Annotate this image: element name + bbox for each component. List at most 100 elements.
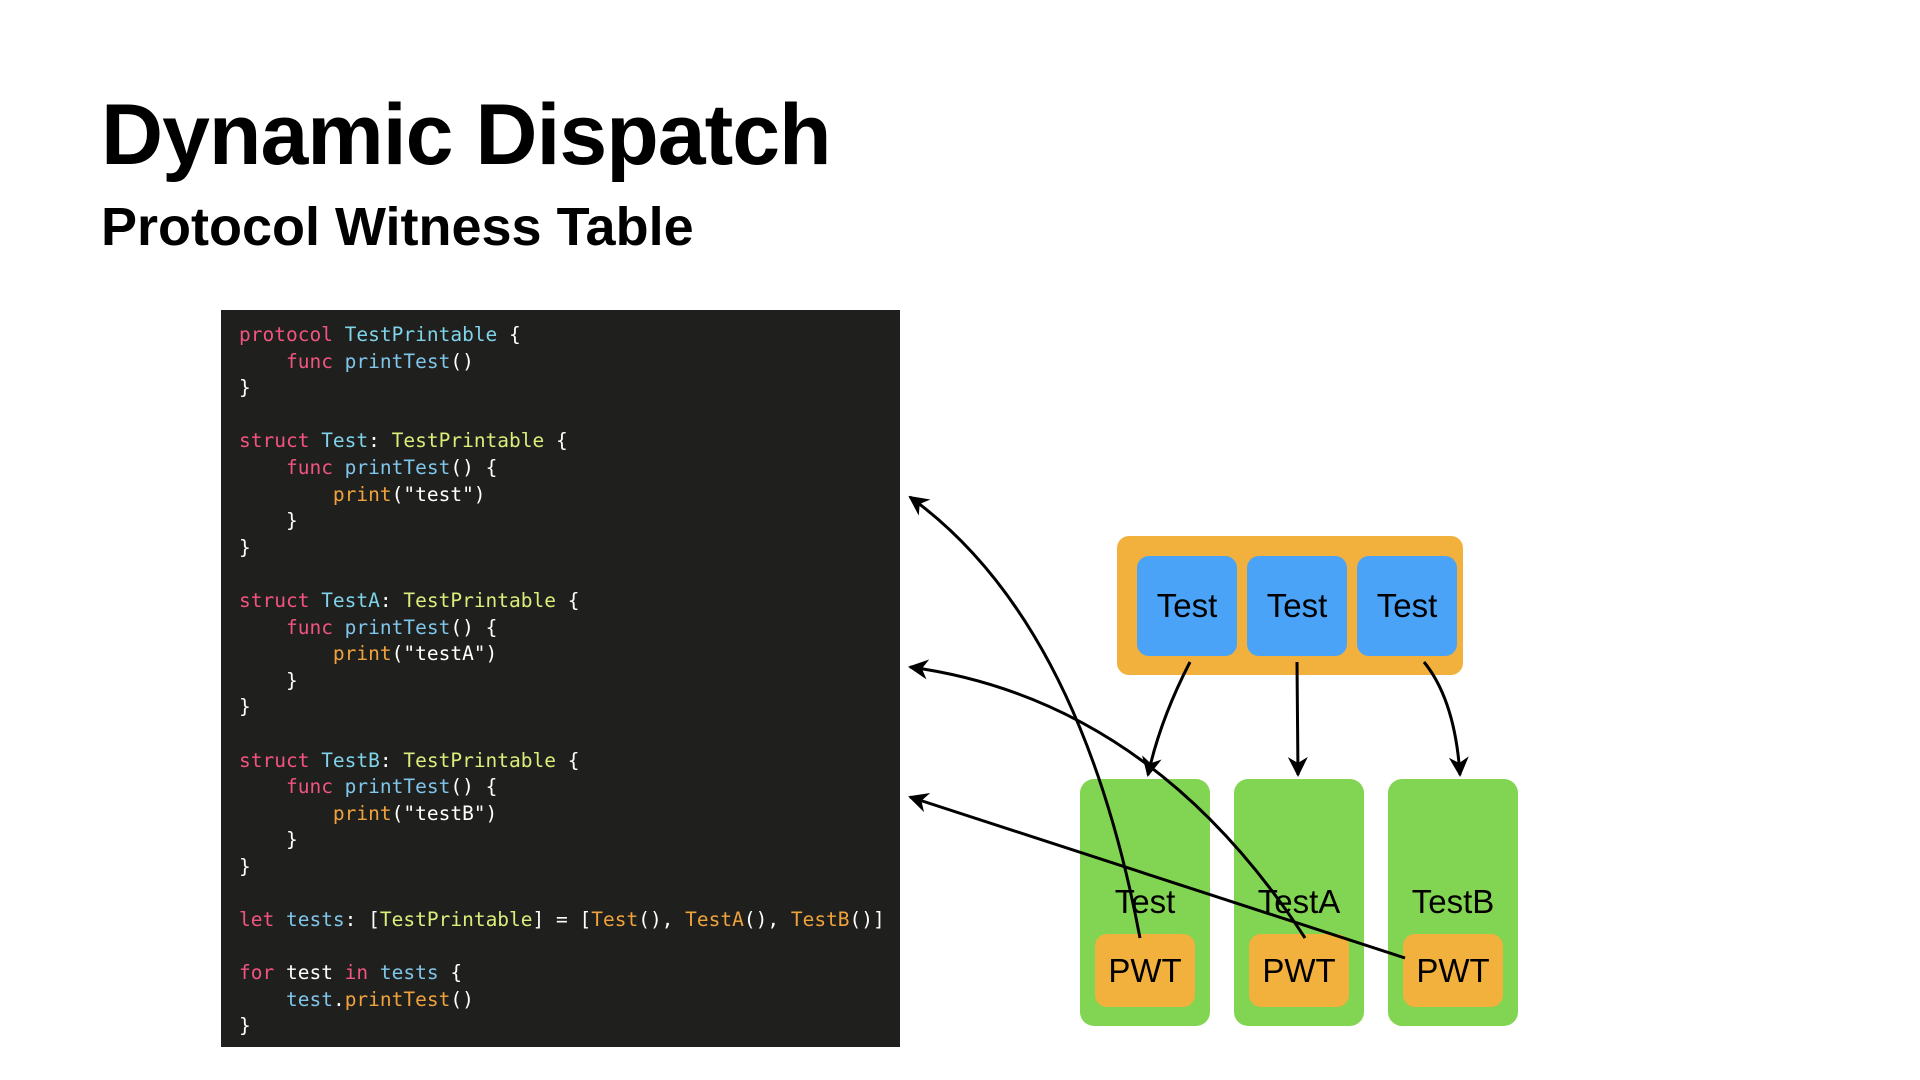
code-token: protocol	[239, 323, 345, 346]
arrow-cell1-to-test	[1142, 661, 1192, 777]
array-cell-test-3: Test	[1357, 556, 1457, 656]
code-line: print("testA")	[239, 641, 885, 668]
code-token: {	[497, 323, 521, 346]
code-token: print	[332, 642, 392, 666]
code-token: TestPrintable	[403, 588, 556, 612]
code-line: let tests: [TestPrintable] = [Test(), Te…	[239, 907, 885, 934]
code-token: printTest	[344, 455, 451, 479]
code-line: func printTest() {	[239, 774, 885, 801]
code-line: }	[239, 668, 885, 695]
code-token: printTest	[344, 349, 451, 373]
code-line: ​	[239, 561, 885, 588]
code-token: .	[332, 987, 345, 1011]
code-line: func printTest()	[239, 349, 885, 376]
code-token: :	[379, 588, 404, 612]
code-token: ("test")	[391, 482, 486, 506]
code-line: ​	[239, 402, 885, 429]
code-token: printTest	[344, 775, 451, 799]
code-token: test	[285, 961, 345, 985]
code-token	[239, 802, 333, 825]
code-token	[239, 456, 286, 479]
arrow-cell3-to-testb	[1422, 661, 1469, 777]
code-token: }	[239, 695, 251, 719]
code-token: }	[239, 668, 298, 692]
code-token: struct	[239, 588, 322, 612]
code-token: tests	[379, 961, 439, 985]
struct-box-test: Test PWT	[1080, 779, 1210, 1026]
code-token: Test	[591, 908, 639, 932]
code-line: ​	[239, 934, 885, 961]
code-token: }	[239, 854, 251, 878]
code-token: TestB	[790, 908, 850, 932]
code-line: print("testB")	[239, 801, 885, 828]
code-token: tests	[285, 908, 345, 932]
code-token: ("testB")	[391, 801, 498, 825]
code-token: func	[285, 349, 345, 373]
struct-label-testa: TestA	[1257, 883, 1341, 920]
array-cell-test-1: Test	[1137, 556, 1237, 656]
code-token: TestA	[321, 588, 380, 612]
code-token: test	[285, 987, 333, 1011]
struct-box-testa: TestA PWT	[1234, 779, 1364, 1026]
code-token: struct	[239, 748, 322, 772]
code-token: TestA	[685, 908, 744, 932]
code-token: :	[368, 429, 392, 453]
arrow-cell2-to-testa	[1287, 661, 1308, 777]
code-panel: protocol TestPrintable { func printTest(…	[221, 310, 900, 1047]
struct-label-testb: TestB	[1411, 883, 1495, 920]
code-token: }	[239, 376, 251, 400]
code-token: TestPrintable	[344, 323, 498, 346]
code-line: struct TestB: TestPrintable {	[239, 748, 885, 775]
code-token: ()	[450, 987, 474, 1011]
pwt-box-testb: PWT	[1403, 934, 1503, 1007]
code-line: }	[239, 854, 885, 881]
code-token: {	[438, 961, 463, 985]
code-line: }	[239, 827, 885, 854]
code-token: for	[239, 961, 286, 985]
code-token: : [	[344, 908, 380, 932]
code-token: in	[344, 961, 380, 985]
pwt-box-test: PWT	[1095, 934, 1195, 1007]
array-cell-test-2: Test	[1247, 556, 1347, 656]
code-line: func printTest() {	[239, 455, 885, 482]
code-token: (),	[638, 908, 686, 932]
slide-title: Dynamic Dispatch	[101, 87, 832, 183]
code-token: print	[332, 482, 392, 506]
code-token: {	[556, 748, 580, 772]
code-token: ()	[450, 349, 474, 373]
code-token: func	[285, 775, 345, 799]
code-token	[239, 350, 286, 373]
code-token: struct	[239, 429, 322, 453]
code-token: () {	[450, 775, 498, 799]
code-token: printTest	[344, 987, 451, 1011]
code-token: TestPrintable	[379, 908, 533, 932]
code-line: }	[239, 535, 885, 562]
code-line: }	[239, 694, 885, 721]
code-line: }	[239, 375, 885, 402]
code-token: func	[285, 615, 345, 639]
struct-box-testb: TestB PWT	[1388, 779, 1518, 1026]
code-token: func	[285, 455, 345, 479]
code-line: protocol TestPrintable {	[239, 322, 885, 349]
code-token: let	[239, 908, 286, 932]
code-token: }	[239, 1014, 251, 1038]
code-token: {	[556, 588, 580, 612]
code-line: ​	[239, 880, 885, 907]
struct-label-test: Test	[1114, 883, 1176, 920]
code-line: struct TestA: TestPrintable {	[239, 588, 885, 615]
code-line: print("test")	[239, 482, 885, 509]
code-token: :	[379, 748, 404, 772]
slide-subtitle: Protocol Witness Table	[101, 197, 694, 257]
code-token: ("testA")	[391, 642, 498, 666]
code-token: ()]	[849, 908, 885, 932]
code-token	[239, 988, 286, 1011]
code-line: ​	[239, 721, 885, 748]
code-token: }	[239, 509, 298, 533]
code-token: TestPrintable	[403, 748, 556, 772]
pwt-box-testa: PWT	[1249, 934, 1349, 1007]
code-token	[239, 616, 286, 639]
code-token: () {	[450, 615, 498, 639]
code-line: struct Test: TestPrintable {	[239, 428, 885, 455]
code-token: print	[332, 801, 392, 825]
code-token: }	[239, 535, 251, 559]
